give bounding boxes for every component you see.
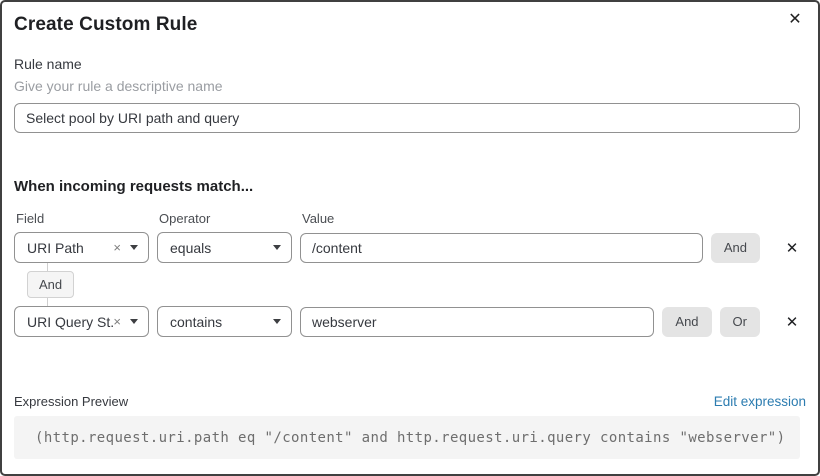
connector-and-badge: And <box>27 271 75 298</box>
condition-row-2: URI Query St... × contains And Or ✕ <box>14 306 806 337</box>
operator-select[interactable]: equals <box>157 232 292 263</box>
clear-icon[interactable]: × <box>113 240 121 255</box>
delete-condition-icon[interactable]: ✕ <box>781 237 803 259</box>
match-heading: When incoming requests match... <box>14 178 254 195</box>
rule-name-label: Rule name <box>14 56 82 72</box>
operator-select-value: equals <box>170 239 212 256</box>
column-label-field: Field <box>16 211 45 226</box>
column-label-operator: Operator <box>159 211 211 226</box>
rule-name-input[interactable] <box>14 103 800 133</box>
operator-select[interactable]: contains <box>157 306 292 337</box>
expression-preview-box: (http.request.uri.path eq "/content" and… <box>14 416 800 459</box>
value-input[interactable] <box>300 232 703 263</box>
condition-row-1: URI Path × equals And ✕ <box>14 232 806 263</box>
rule-name-helper: Give your rule a descriptive name <box>14 78 223 94</box>
add-and-condition-button[interactable]: And <box>662 306 712 337</box>
dialog-title: Create Custom Rule <box>14 14 198 35</box>
operator-select-value: contains <box>170 313 223 330</box>
chevron-down-icon <box>130 319 138 324</box>
field-select-value: URI Query St... <box>27 313 114 330</box>
expression-preview-label: Expression Preview <box>14 394 129 409</box>
edit-expression-link[interactable]: Edit expression <box>713 394 806 409</box>
close-icon[interactable]: ✕ <box>784 8 806 30</box>
delete-condition-icon[interactable]: ✕ <box>781 311 803 333</box>
field-select[interactable]: URI Path × <box>14 232 149 263</box>
add-and-condition-button[interactable]: And <box>710 232 760 263</box>
clear-icon[interactable]: × <box>113 314 121 329</box>
chevron-down-icon <box>273 319 281 324</box>
expression-code: (http.request.uri.path eq "/content" and… <box>35 429 786 446</box>
add-or-condition-button[interactable]: Or <box>719 306 760 337</box>
column-label-value: Value <box>302 211 335 226</box>
field-select-value: URI Path <box>27 239 84 256</box>
condition-connector: And <box>14 263 806 306</box>
field-select[interactable]: URI Query St... × <box>14 306 149 337</box>
chevron-down-icon <box>273 245 281 250</box>
expression-preview-header: Expression Preview Edit expression <box>14 394 806 409</box>
column-labels: Field Operator Value <box>14 211 806 227</box>
chevron-down-icon <box>130 245 138 250</box>
value-input[interactable] <box>300 306 655 337</box>
